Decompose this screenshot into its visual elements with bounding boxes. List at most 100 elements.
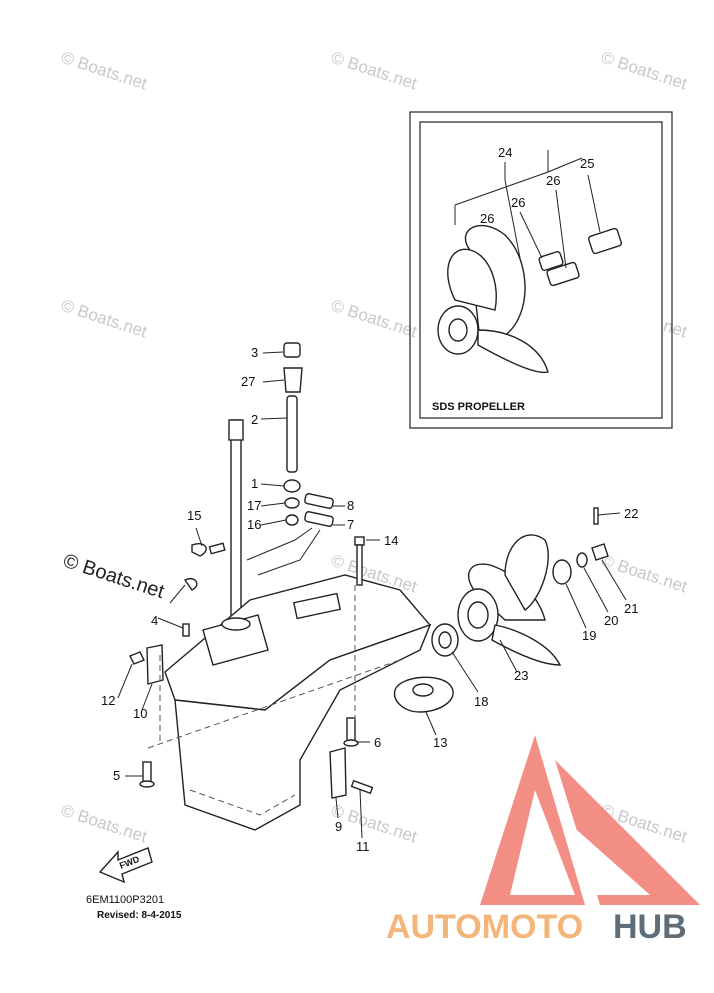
callout-16: 16 bbox=[247, 517, 261, 532]
callout-4: 4 bbox=[151, 613, 158, 628]
part-4-pin bbox=[182, 623, 190, 637]
part-9-trim-tab bbox=[329, 747, 347, 799]
part-19-washer bbox=[552, 559, 572, 585]
watermark: © Boats.net bbox=[329, 296, 420, 342]
inset-caption: SDS PROPELLER bbox=[432, 401, 525, 413]
part-14-bolt-head bbox=[354, 536, 365, 546]
inset-leader-25 bbox=[587, 174, 601, 233]
callout-1: 1 bbox=[251, 476, 258, 491]
callout-27: 27 bbox=[241, 374, 255, 389]
inset-prop-blade-left bbox=[447, 248, 497, 311]
callout-5: 5 bbox=[113, 768, 120, 783]
logo-triangle-cutout-right bbox=[560, 815, 650, 895]
callout-12: 12 bbox=[101, 693, 115, 708]
callout-21: 21 bbox=[624, 601, 638, 616]
watermark-dark: © Boats.net bbox=[60, 550, 167, 603]
prop-blade-lower bbox=[491, 624, 562, 666]
part-10-anode bbox=[146, 644, 164, 685]
inset-insert-25 bbox=[588, 227, 622, 255]
part-15-clip bbox=[191, 543, 207, 557]
part-27-seal bbox=[283, 367, 303, 393]
part-2-water-tube bbox=[286, 395, 298, 473]
callout-22: 22 bbox=[624, 506, 638, 521]
callout-25: 25 bbox=[580, 156, 594, 171]
propeller-23 bbox=[457, 534, 562, 666]
watermark: © Boats.net bbox=[59, 296, 150, 342]
part-6-bolt bbox=[346, 717, 356, 743]
watermark: © Boats.net bbox=[329, 801, 420, 847]
prop-bore bbox=[467, 601, 489, 629]
part-7-seal bbox=[304, 511, 334, 527]
inset-insert-26 bbox=[546, 261, 580, 287]
callout-6: 6 bbox=[374, 735, 381, 750]
inset-prop-bore bbox=[448, 318, 468, 342]
watermark: © Boats.net bbox=[59, 48, 150, 94]
callout-26: 26 bbox=[511, 195, 525, 210]
brand-name-left: AUTOMOTO bbox=[386, 908, 583, 946]
watermark: © Boats.net bbox=[599, 48, 690, 94]
drive-shaft bbox=[228, 419, 244, 633]
callout-9: 9 bbox=[335, 819, 342, 834]
lower-case-plate bbox=[292, 592, 342, 620]
callout-26: 26 bbox=[546, 173, 560, 188]
inset-outer-frame bbox=[409, 111, 673, 429]
drive-shaft-spline bbox=[228, 419, 244, 441]
callout-10: 10 bbox=[133, 706, 147, 721]
callout-13: 13 bbox=[433, 735, 447, 750]
lower-case-body bbox=[174, 623, 432, 831]
callout-19: 19 bbox=[582, 628, 596, 643]
part-6-washer bbox=[343, 739, 359, 747]
logo-triangle-cutout-left bbox=[510, 790, 575, 895]
part-17-seal bbox=[284, 497, 300, 509]
watermark: © Boats.net bbox=[59, 801, 150, 847]
callout-18: 18 bbox=[474, 694, 488, 709]
callout-26: 26 bbox=[480, 211, 494, 226]
callout-3: 3 bbox=[251, 345, 258, 360]
part-20-washer bbox=[576, 552, 588, 568]
hardware bbox=[129, 507, 609, 799]
part-16-seal bbox=[285, 514, 299, 526]
part-11-bolt bbox=[350, 779, 374, 795]
part-18-bore bbox=[438, 631, 452, 649]
callout-23: 23 bbox=[514, 668, 528, 683]
callout-15: 15 bbox=[187, 508, 201, 523]
callout-24: 24 bbox=[498, 145, 512, 160]
callout-14: 14 bbox=[384, 533, 398, 548]
impeller-housing bbox=[221, 617, 251, 631]
leader-lines bbox=[117, 351, 627, 839]
brand-logo: AUTOMOTO HUB bbox=[386, 735, 700, 946]
callout-2: 2 bbox=[251, 412, 258, 427]
callouts: 3 27 2 1 17 16 8 7 14 15 4 12 10 5 6 9 1… bbox=[101, 345, 638, 854]
part-21-nut bbox=[591, 543, 609, 561]
callout-7: 7 bbox=[347, 517, 354, 532]
water-tube-parts bbox=[283, 342, 334, 527]
fwd-arrow: FWD bbox=[98, 847, 153, 884]
part-14-bolt bbox=[356, 544, 363, 586]
inset-leader-26 bbox=[454, 179, 521, 259]
lower-case bbox=[164, 527, 432, 831]
lower-case-skeg-hidden bbox=[189, 789, 296, 816]
part-12-nut bbox=[129, 651, 145, 665]
callout-17: 17 bbox=[247, 498, 261, 513]
part-22-cotter-pin bbox=[593, 507, 599, 525]
water-tube-leader-2 bbox=[257, 529, 321, 576]
inset-prop-blade-bottom bbox=[477, 329, 549, 374]
part-code: 6EM1100P3201 bbox=[86, 894, 164, 906]
inset-insert-26 bbox=[538, 251, 564, 271]
inset-leader-24-ticks bbox=[504, 150, 549, 180]
part-3-grommet bbox=[283, 342, 301, 358]
part-1-grommet bbox=[283, 479, 301, 493]
inset-leader-26b bbox=[519, 189, 567, 269]
callout-20: 20 bbox=[604, 613, 618, 628]
part-15-spring bbox=[208, 542, 226, 555]
fwd-arrow-icon bbox=[98, 847, 153, 884]
part-8-seal bbox=[304, 493, 334, 509]
watermark: © Boats.net bbox=[599, 551, 690, 597]
part-13-bore bbox=[412, 683, 434, 697]
callout-8: 8 bbox=[347, 498, 354, 513]
prop-blade-upper bbox=[504, 534, 549, 611]
revised-date: Revised: 8-4-2015 bbox=[97, 910, 182, 921]
drive-shaft-body bbox=[230, 419, 242, 633]
